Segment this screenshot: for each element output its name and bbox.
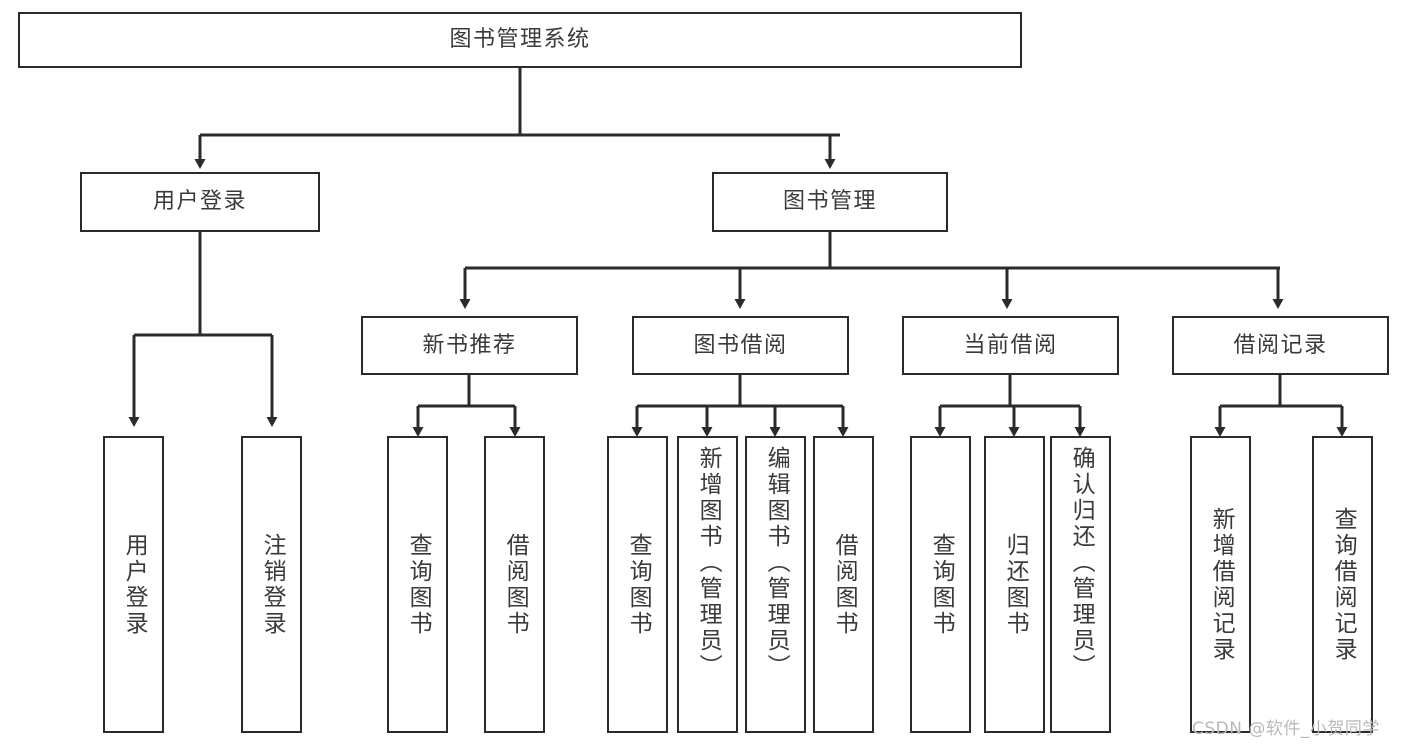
node-book-borrow[interactable]: 图书借阅	[632, 316, 849, 375]
node-borrow-record[interactable]: 借阅记录	[1172, 316, 1389, 375]
node-leaf-query-book-3[interactable]: 查询图书	[910, 436, 971, 733]
node-user-login[interactable]: 用户登录	[80, 172, 320, 232]
node-leaf-borrow-book-1-label: 借阅图书	[502, 532, 529, 637]
node-leaf-confirm-return[interactable]: 确认归还（管理员）	[1050, 436, 1111, 733]
node-book-manage-label: 图书管理	[782, 189, 877, 215]
node-leaf-add-book[interactable]: 新增图书（管理员）	[677, 436, 738, 733]
node-leaf-query-book-3-label: 查询图书	[928, 532, 955, 637]
node-new-book-recommend-label: 新书推荐	[422, 332, 517, 358]
watermark: CSDN @软件_小贺同学	[1192, 719, 1380, 739]
node-current-borrow-label: 当前借阅	[963, 332, 1058, 358]
node-borrow-record-label: 借阅记录	[1233, 332, 1328, 358]
node-root-label: 图书管理系统	[449, 27, 591, 53]
node-leaf-query-borrow-record-label: 查询借阅记录	[1330, 506, 1357, 663]
node-user-login-label: 用户登录	[152, 189, 247, 215]
node-leaf-query-book-2-label: 查询图书	[625, 532, 652, 637]
node-leaf-add-book-label: 新增图书（管理员）	[695, 446, 722, 680]
node-leaf-borrow-book-2-label: 借阅图书	[831, 532, 858, 637]
node-leaf-return-book[interactable]: 归还图书	[984, 436, 1045, 733]
node-leaf-query-book-2[interactable]: 查询图书	[607, 436, 668, 733]
node-leaf-borrow-book-1[interactable]: 借阅图书	[484, 436, 545, 733]
node-leaf-add-borrow-record[interactable]: 新增借阅记录	[1190, 436, 1251, 733]
node-leaf-query-book-1-label: 查询图书	[405, 532, 432, 637]
node-leaf-return-book-label: 归还图书	[1002, 532, 1029, 637]
node-leaf-user-logout-label: 注销登录	[259, 532, 286, 637]
node-leaf-edit-book[interactable]: 编辑图书（管理员）	[745, 436, 806, 733]
node-leaf-user-logout[interactable]: 注销登录	[241, 436, 302, 733]
node-leaf-query-book-1[interactable]: 查询图书	[387, 436, 448, 733]
node-current-borrow[interactable]: 当前借阅	[902, 316, 1119, 375]
node-leaf-confirm-return-label: 确认归还（管理员）	[1068, 446, 1095, 680]
node-leaf-borrow-book-2[interactable]: 借阅图书	[813, 436, 874, 733]
node-root[interactable]: 图书管理系统	[18, 12, 1022, 68]
node-leaf-query-borrow-record[interactable]: 查询借阅记录	[1312, 436, 1373, 733]
node-leaf-user-login[interactable]: 用户登录	[103, 436, 164, 733]
node-book-manage[interactable]: 图书管理	[712, 172, 948, 232]
node-leaf-user-login-label: 用户登录	[121, 532, 148, 637]
node-leaf-add-borrow-record-label: 新增借阅记录	[1208, 506, 1235, 663]
node-book-borrow-label: 图书借阅	[693, 332, 788, 358]
node-new-book-recommend[interactable]: 新书推荐	[361, 316, 578, 375]
node-leaf-edit-book-label: 编辑图书（管理员）	[763, 446, 790, 680]
